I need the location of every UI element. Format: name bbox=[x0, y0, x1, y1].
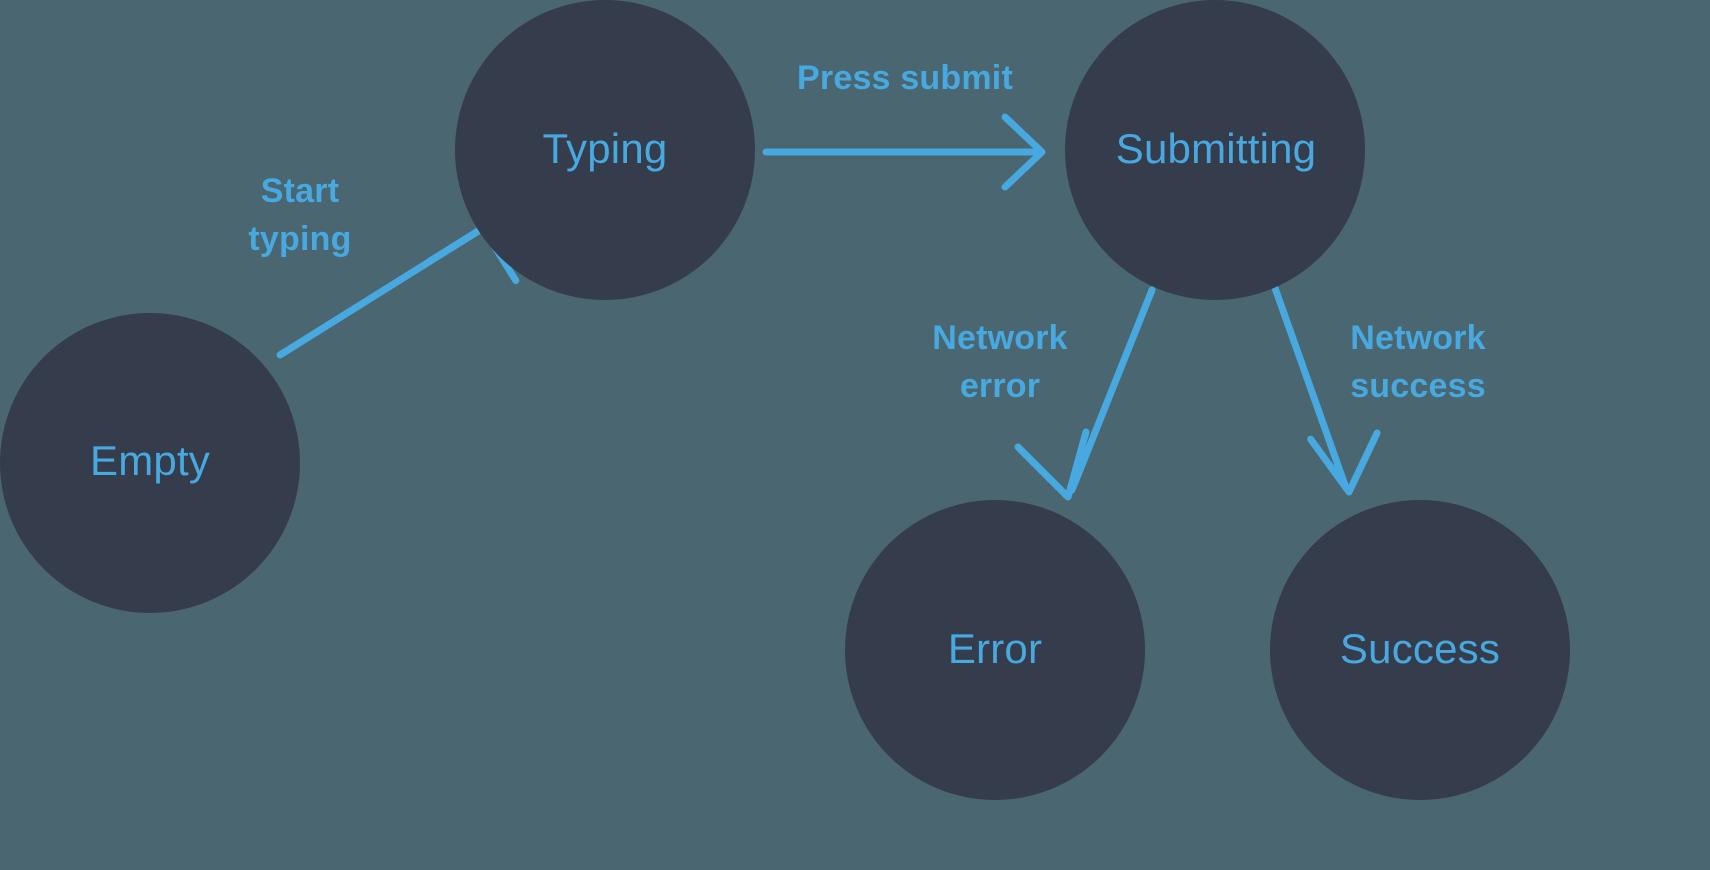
state-node-error-circle bbox=[845, 500, 1145, 800]
state-node-success-circle bbox=[1270, 500, 1570, 800]
transition-press-submit-label: Press submit bbox=[797, 59, 1013, 97]
state-node-submitting-label: Submitting bbox=[1116, 125, 1316, 172]
state-node-submitting-circle bbox=[1065, 0, 1365, 300]
state-node-empty-label: Empty bbox=[90, 437, 210, 484]
state-node-submitting[interactable]: Submitting bbox=[1065, 0, 1365, 300]
transition-press-submit[interactable]: Press submit bbox=[762, 59, 1046, 191]
transition-start-typing-label-line-1: Start bbox=[261, 172, 339, 210]
state-node-typing[interactable]: Typing bbox=[455, 0, 755, 300]
state-node-success[interactable]: Success bbox=[1270, 500, 1570, 800]
transition-network-success-label-line-2: success bbox=[1350, 367, 1486, 405]
transition-start-typing-label-line-2: typing bbox=[248, 220, 351, 258]
transition-network-success-arrowhead bbox=[1307, 429, 1381, 496]
state-node-typing-label: Typing bbox=[543, 125, 668, 172]
state-node-success-label: Success bbox=[1340, 625, 1500, 672]
transition-network-error-arrowhead bbox=[1014, 428, 1090, 501]
state-node-typing-circle bbox=[455, 0, 755, 300]
state-node-empty[interactable]: Empty bbox=[0, 313, 300, 613]
transition-network-error-label-line-1: Network bbox=[932, 319, 1068, 357]
state-node-empty-circle bbox=[0, 313, 300, 613]
state-node-error[interactable]: Error bbox=[845, 500, 1145, 800]
transition-network-error-line bbox=[1068, 286, 1156, 494]
transition-network-success-line bbox=[1271, 284, 1349, 489]
transition-network-error-label-line-2: error bbox=[960, 367, 1040, 405]
transition-start-typing[interactable]: Start typing bbox=[248, 172, 520, 359]
transition-press-submit-arrowhead bbox=[1001, 113, 1046, 191]
transition-network-success[interactable]: Network success bbox=[1271, 284, 1486, 496]
transition-network-success-label-line-1: Network bbox=[1350, 319, 1486, 357]
state-node-error-label: Error bbox=[948, 625, 1042, 672]
transition-network-error[interactable]: Network error bbox=[932, 286, 1156, 501]
